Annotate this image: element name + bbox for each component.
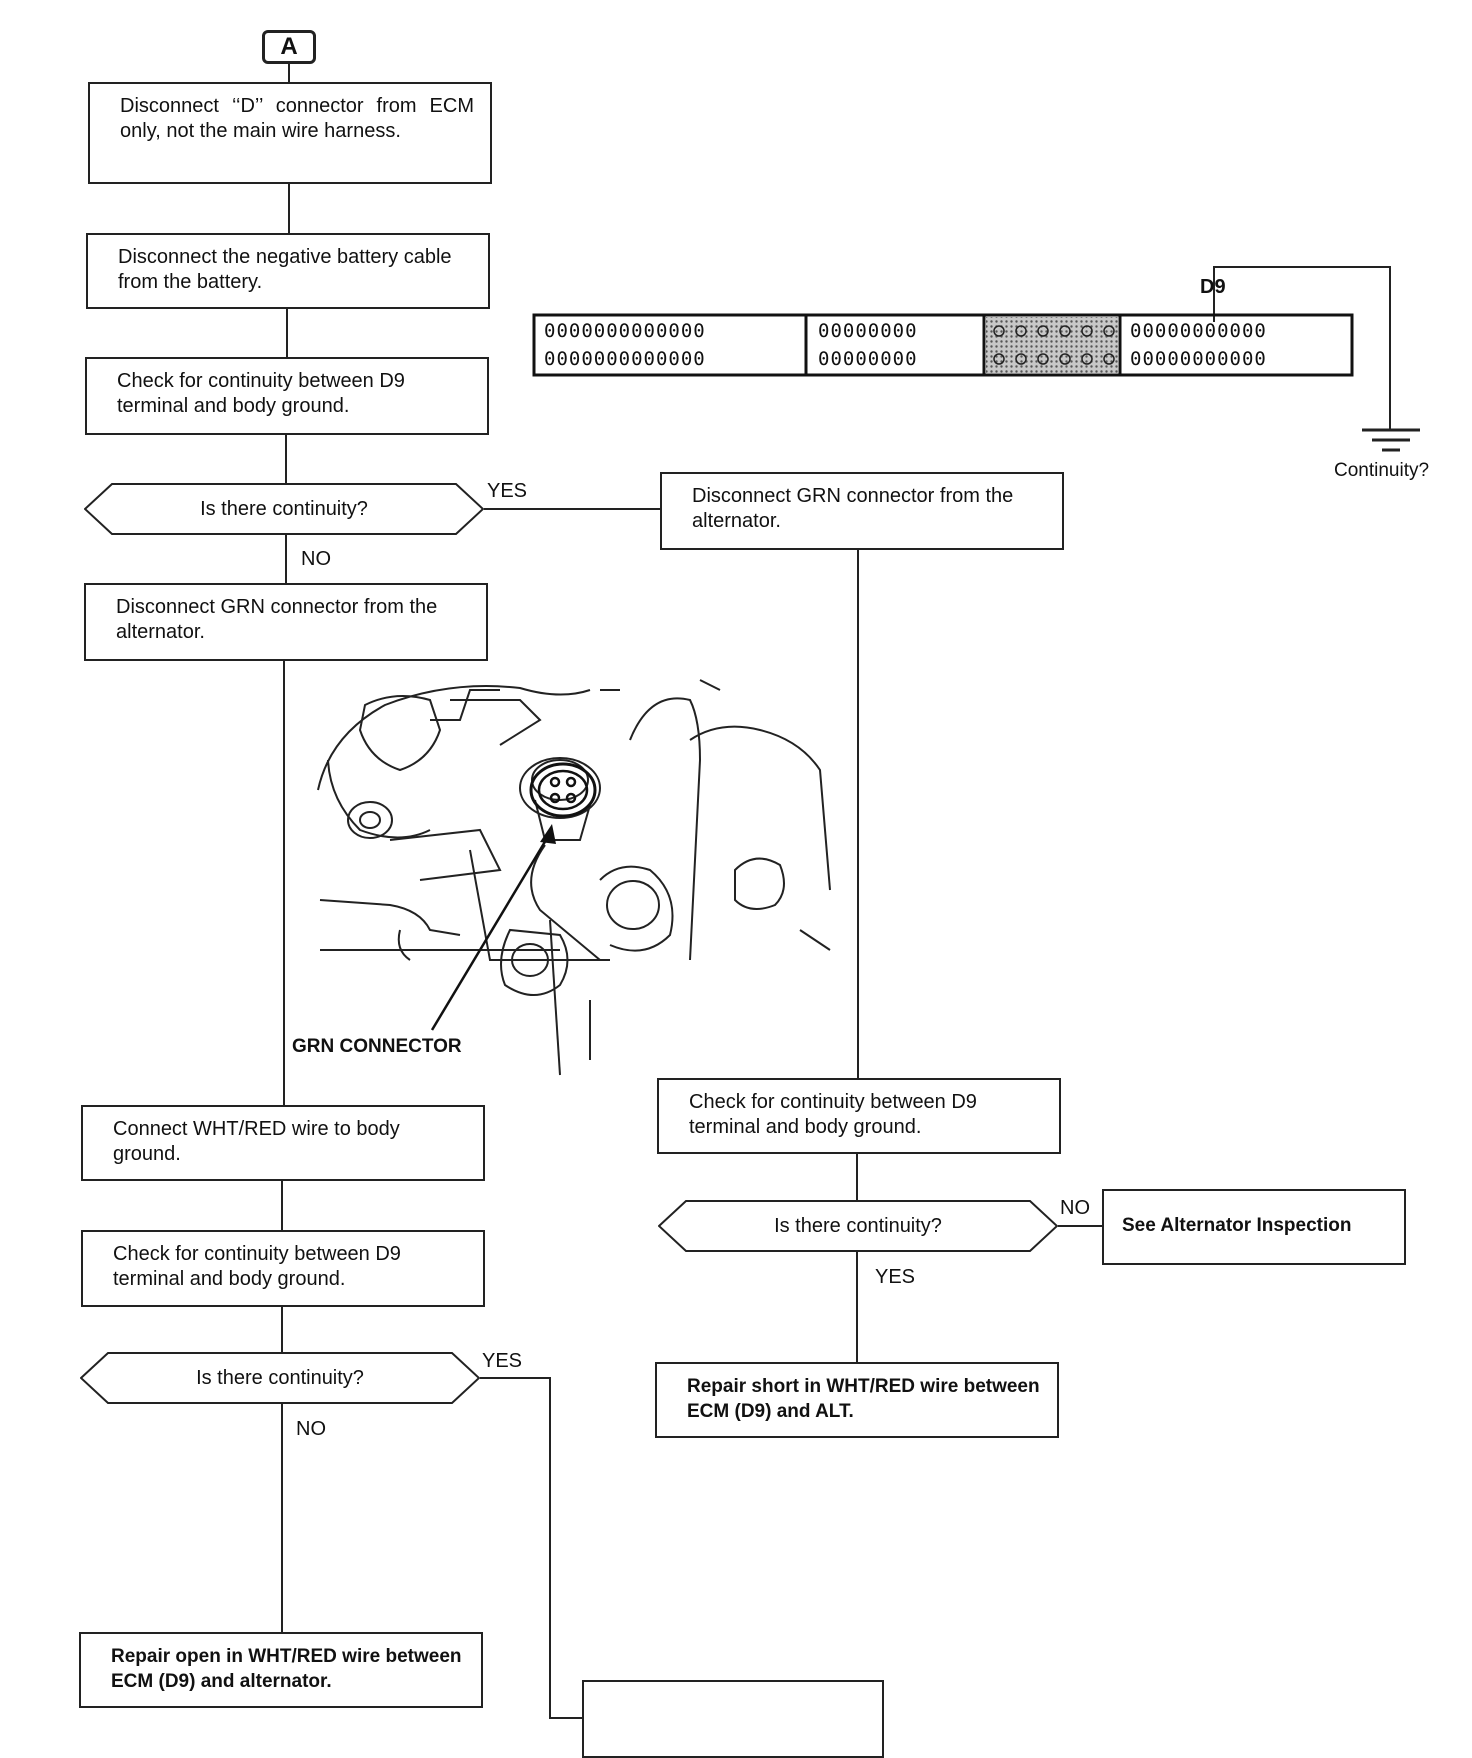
decision-1-text: Is there continuity? <box>200 497 368 520</box>
decision-1-no-label: NO <box>301 548 331 570</box>
step-disconnect-grn-right: Disconnect GRN connector from the altern… <box>660 472 1064 550</box>
start-connector-a: A <box>262 30 316 64</box>
step-check-continuity-2: Check for continuity between D9 terminal… <box>657 1078 1061 1154</box>
grn-connector-illustration <box>529 762 597 818</box>
decision-2-yes-label: YES <box>875 1266 916 1288</box>
d9-terminal-label: D9 <box>1200 276 1226 298</box>
alternator-illustration <box>317 679 831 1076</box>
continuity-ground-label: Continuity? <box>1334 460 1430 481</box>
decision-2-no-label: NO <box>1060 1197 1090 1219</box>
step-disconnect-battery: Disconnect the negative battery cable fr… <box>86 233 490 309</box>
decision-2-text: Is there continuity? <box>774 1214 942 1237</box>
d9-ground-wire <box>1213 266 1420 452</box>
connector-section-4-row-1: 00000000000 <box>1130 320 1267 342</box>
connector-shaded-terminals <box>993 325 1115 365</box>
step-check-continuity-1: Check for continuity between D9 terminal… <box>85 357 489 435</box>
callout-arrow <box>430 829 554 1031</box>
result-alternator-inspection: See Alternator Inspection <box>1102 1189 1406 1265</box>
connector-section-1-row-1: 0000000000000 <box>544 320 706 342</box>
connector-section-2-row-2: 00000000 <box>818 348 918 370</box>
connector-shaded-section <box>986 317 1118 373</box>
step-disconnect-grn-left: Disconnect GRN connector from the altern… <box>84 583 488 661</box>
step-connect-wht-red: Connect WHT/RED wire to body ground. <box>81 1105 485 1181</box>
grn-connector-callout: GRN CONNECTOR <box>292 1036 462 1057</box>
decision-continuity-1: Is there continuity? <box>84 483 484 535</box>
connector-section-4-row-2: 00000000000 <box>1130 348 1267 370</box>
connector-section-1-row-2: 0000000000000 <box>544 348 706 370</box>
result-repair-short: Repair short in WHT/RED wire between ECM… <box>655 1362 1059 1438</box>
result-repair-open: Repair open in WHT/RED wire between ECM … <box>79 1632 483 1708</box>
callout-arrowhead <box>540 824 556 844</box>
step-check-continuity-3: Check for continuity between D9 terminal… <box>81 1230 485 1307</box>
decision-3-no-label: NO <box>296 1418 326 1440</box>
result-blank <box>582 1680 884 1758</box>
decision-3-yes-label: YES <box>482 1350 523 1372</box>
ecm-d-connector <box>532 313 1354 377</box>
decision-continuity-2: Is there continuity? <box>658 1200 1058 1252</box>
connector-section-2-row-1: 00000000 <box>818 320 918 342</box>
decision-3-text: Is there continuity? <box>196 1366 364 1389</box>
decision-1-yes-label: YES <box>487 480 528 502</box>
step-disconnect-d-connector: Disconnect ‘‘D’’ connector from ECM only… <box>88 82 492 184</box>
decision-continuity-3: Is there continuity? <box>80 1352 480 1404</box>
